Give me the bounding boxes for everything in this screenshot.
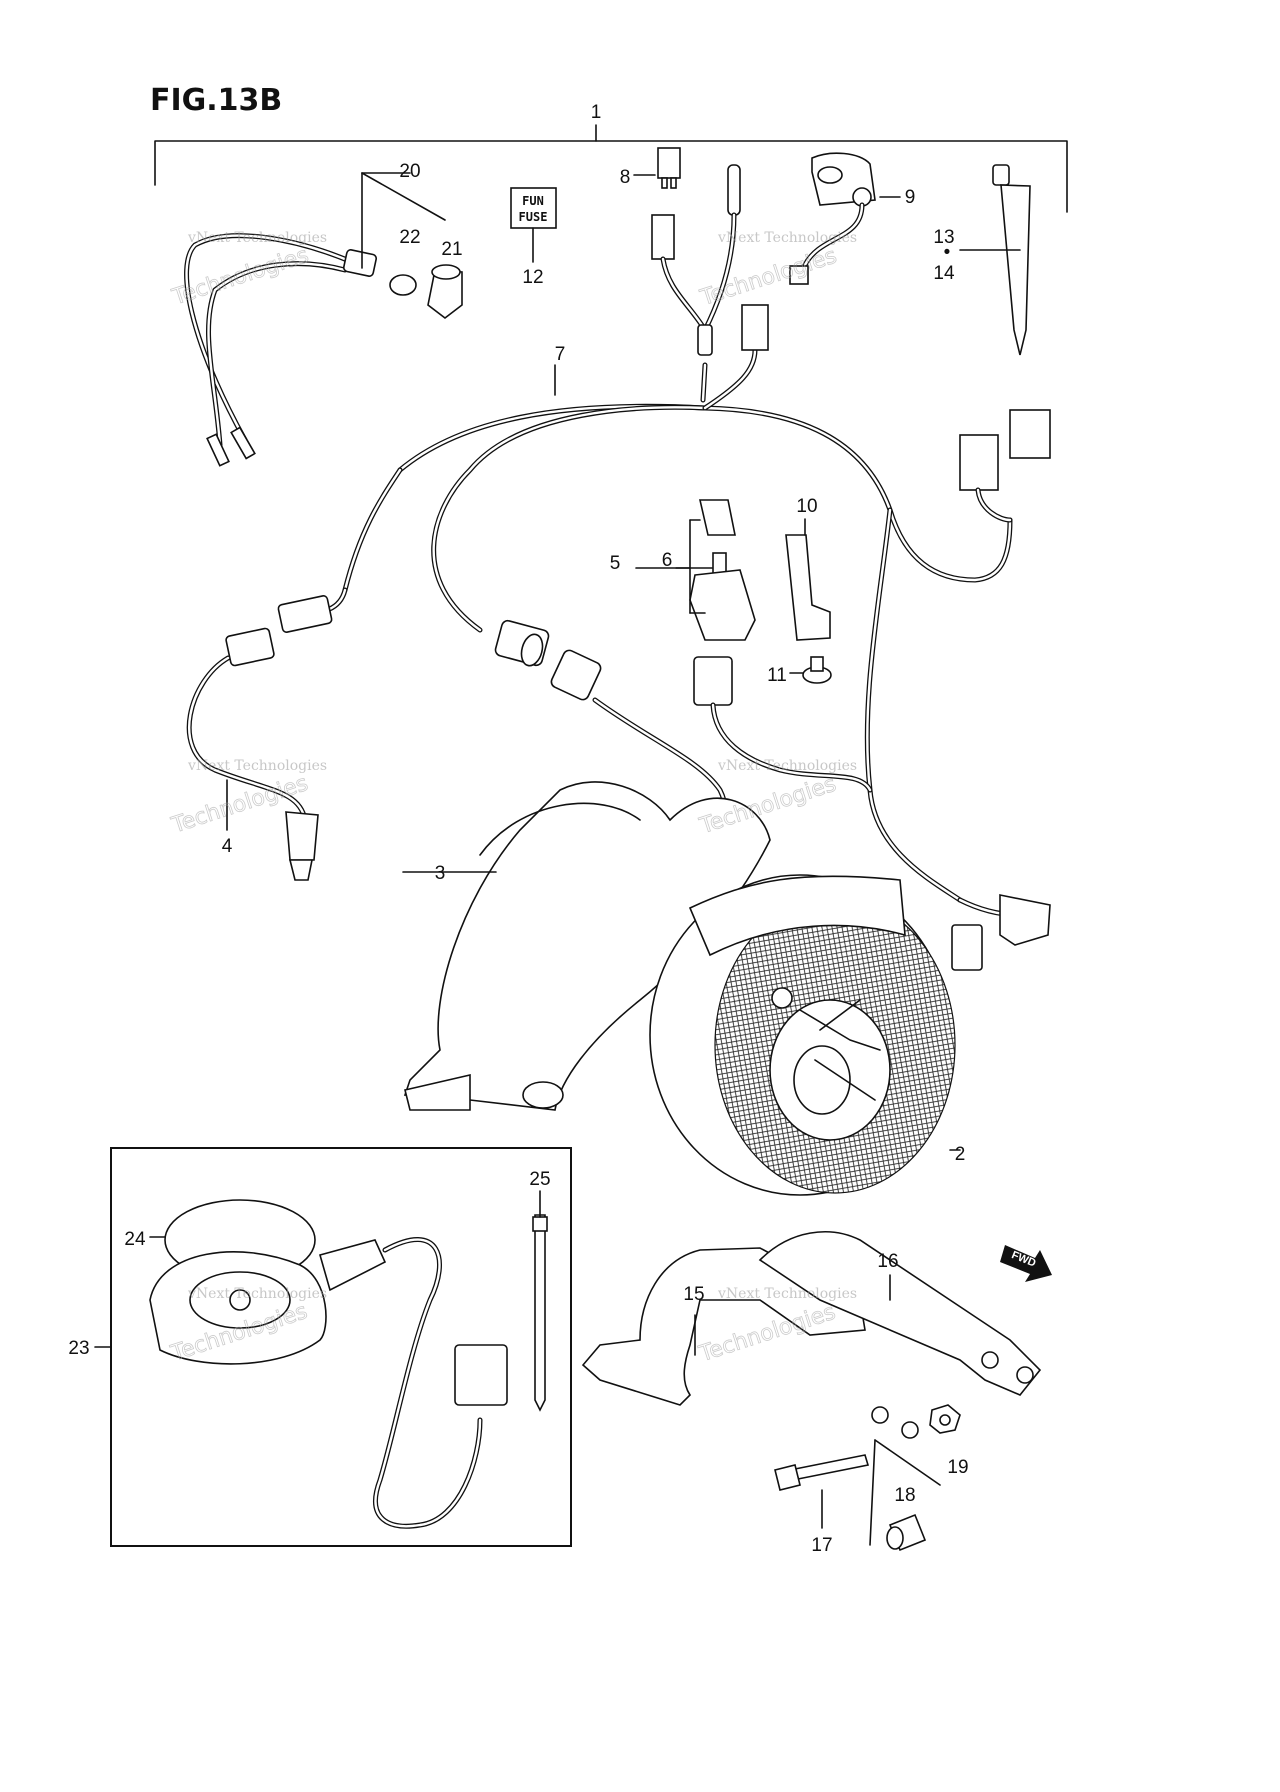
cable-tie-25	[534, 1214, 546, 1412]
callout-11: 11	[767, 665, 787, 686]
bulb-22	[389, 274, 417, 296]
callout-13: 13	[933, 227, 954, 248]
fun-fuse-label: FUN FUSE	[510, 187, 557, 263]
callout-8: 8	[620, 167, 631, 188]
callout-6: 6	[662, 550, 673, 571]
inset-coupler	[454, 1344, 508, 1406]
bulb-socket-harness	[184, 172, 463, 467]
callout-17: 17	[811, 1535, 832, 1556]
callout-9: 9	[905, 187, 916, 208]
sensor-4	[186, 587, 348, 881]
callout-13-14-dot: •	[944, 242, 951, 263]
callout-24: 24	[124, 1229, 146, 1250]
watermark-3a: vNext Technologies	[187, 758, 327, 774]
watermark-2a: vNext Technologies	[717, 230, 857, 246]
figure-title: FIG.13B	[150, 83, 282, 118]
callout-10: 10	[796, 496, 817, 517]
relay-5-6	[635, 499, 873, 793]
watermark-2b: Technologies	[697, 243, 840, 311]
main-harness	[342, 304, 1013, 903]
fuse-label-line1: FUN	[522, 194, 544, 208]
bolt-17	[774, 1454, 870, 1529]
nut-19	[929, 1404, 961, 1434]
callout-20: 20	[399, 161, 420, 182]
inset-23	[94, 1147, 572, 1547]
callout-16: 16	[877, 1251, 898, 1272]
brackets-15-16	[581, 1231, 1042, 1439]
callout-1: 1	[591, 102, 602, 123]
fan-shroud-3	[402, 781, 771, 1111]
callout-14: 14	[933, 263, 955, 284]
kit-bracket	[154, 124, 1068, 213]
watermark-5a: vNext Technologies	[187, 1286, 327, 1302]
callout-4: 4	[222, 836, 233, 857]
callout-15: 15	[683, 1284, 704, 1305]
callout-21: 21	[441, 239, 462, 260]
watermark-6a: vNext Technologies	[717, 1286, 857, 1302]
callout-25: 25	[529, 1169, 550, 1190]
cable-tie-13-14	[959, 164, 1031, 356]
callout-5: 5	[610, 553, 621, 574]
fuse-label-line2: FUSE	[519, 210, 548, 224]
switch-9	[789, 152, 901, 285]
callout-18: 18	[894, 1485, 915, 1506]
callout-19: 19	[947, 1457, 968, 1478]
callout-3: 3	[435, 863, 446, 884]
callout-23: 23	[68, 1338, 89, 1359]
callout-7: 7	[555, 344, 566, 365]
watermarks: vNext Technologies Technologies vNext Te…	[167, 230, 857, 1368]
right-couplers	[959, 409, 1051, 523]
fuse-holder	[651, 164, 741, 403]
screw-11	[789, 656, 832, 684]
callout-2: 2	[955, 1144, 966, 1165]
fuse-8	[633, 147, 681, 189]
watermark-4a: vNext Technologies	[717, 758, 857, 774]
callouts: 1 2 3 4 5 6 7 8 9 10 11 12 13 • 14 15 16…	[68, 102, 968, 1556]
motor-fan-2	[649, 874, 961, 1196]
collar-18	[869, 1439, 941, 1552]
callout-12: 12	[522, 267, 543, 288]
fwd-arrow-icon: FWD	[1000, 1245, 1052, 1282]
watermark-1a: vNext Technologies	[187, 230, 327, 246]
motor-coupler	[951, 894, 1051, 971]
bracket-10	[785, 518, 831, 641]
callout-22: 22	[399, 227, 420, 248]
